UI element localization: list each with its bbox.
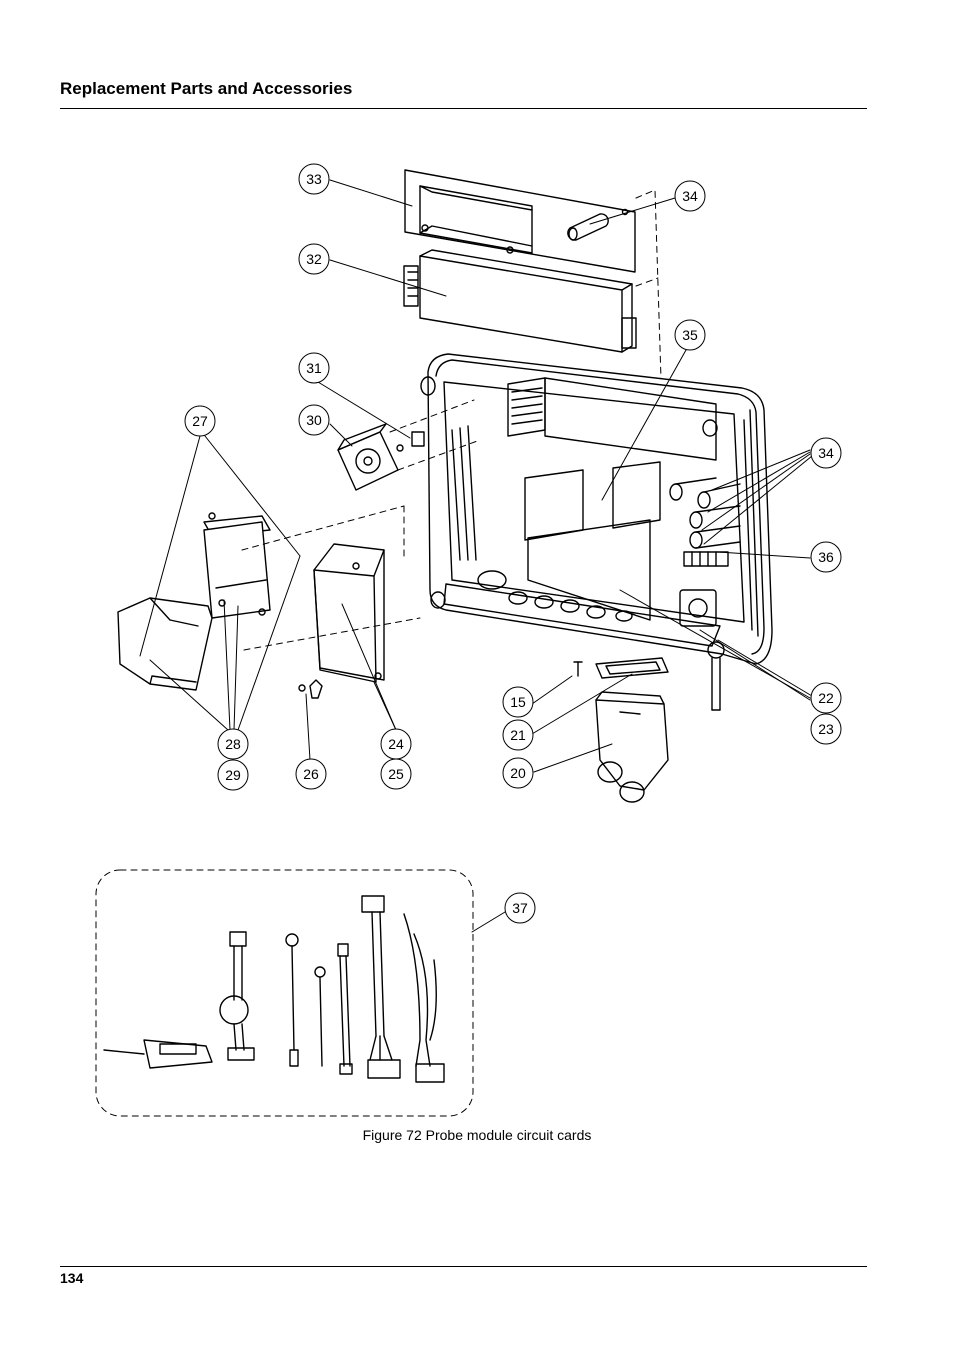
callout-36: 36 xyxy=(818,549,834,565)
callout-37: 37 xyxy=(512,900,528,916)
callout-20: 20 xyxy=(510,765,526,781)
callout-26: 26 xyxy=(303,766,319,782)
callout-21: 21 xyxy=(510,727,526,743)
enclosure-housing xyxy=(420,353,773,711)
accessory-kit-37 xyxy=(95,869,474,1117)
exploded-parts-diagram: 33 32 34 35 31 30 27 34 36 22 23 15 21 2… xyxy=(95,163,842,1117)
section-title: Replacement Parts and Accessories xyxy=(60,79,353,98)
callout-33: 33 xyxy=(306,171,322,187)
callout-27: 27 xyxy=(192,413,208,429)
fuse-34 xyxy=(567,213,609,241)
header-rule xyxy=(60,108,867,109)
callout-30: 30 xyxy=(306,412,322,428)
callout-34-top: 34 xyxy=(682,188,698,204)
screw-15 xyxy=(573,661,583,677)
gasket-21 xyxy=(595,657,669,679)
callout-34-right: 34 xyxy=(818,445,834,461)
callout-24: 24 xyxy=(388,736,404,752)
page-number: 134 xyxy=(60,1270,84,1286)
circuit-card-24 xyxy=(313,543,385,683)
bracket-31 xyxy=(396,431,425,452)
power-supply-32 xyxy=(403,249,637,353)
callout-35: 35 xyxy=(682,327,698,343)
screw-26 xyxy=(298,679,323,699)
callout-28: 28 xyxy=(225,736,241,752)
cable-clamp-20 xyxy=(595,691,669,803)
figure-caption: Figure 72 Probe module circuit cards xyxy=(362,1127,592,1143)
footer-rule xyxy=(60,1266,867,1267)
callout-15: 15 xyxy=(510,694,526,710)
callout-25: 25 xyxy=(388,766,404,782)
circuit-card-28 xyxy=(203,512,271,619)
fan-30 xyxy=(337,423,399,491)
cover-29 xyxy=(117,597,213,691)
callout-32: 32 xyxy=(306,251,322,267)
callout-29: 29 xyxy=(225,767,241,783)
callout-31: 31 xyxy=(306,360,322,376)
circuit-board-33 xyxy=(404,169,636,273)
callout-23: 23 xyxy=(818,721,834,737)
callout-22: 22 xyxy=(818,690,834,706)
